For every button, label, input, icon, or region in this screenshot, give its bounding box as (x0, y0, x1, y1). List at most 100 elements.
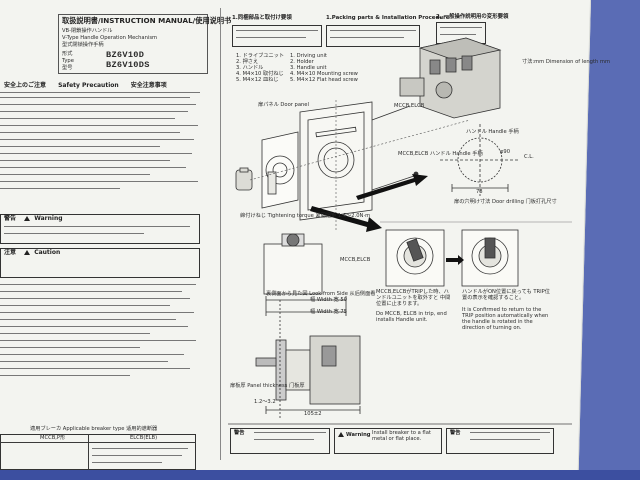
warning-box (0, 214, 200, 244)
dimension-note: 寸法:mm Dimension of length mm (522, 59, 611, 65)
subtitle-en: V-Type Handle Operation Mechanism (62, 35, 158, 41)
safety-heading-en: Safety Precaution (58, 82, 119, 89)
door-drilling-label: 扉の穴明け寸法 Door drilling 门板打孔尺寸 (454, 199, 557, 205)
top-warning-box-1 (232, 25, 322, 47)
warning-text (4, 226, 194, 240)
part-item-en: 1. Driving unit (290, 53, 327, 59)
caution-triangle-icon (24, 250, 31, 255)
side-assembly-drawing (255, 300, 361, 420)
safety-text-block (0, 97, 200, 195)
dim-78-label: 78 (476, 189, 483, 195)
arrow-right-icon (356, 174, 428, 200)
phi-label: φ90 (500, 149, 511, 155)
warning-triangle-icon (338, 432, 344, 437)
safety-heading-cn: 安全注意事项 (130, 82, 167, 89)
top-warning-text-2 (330, 30, 416, 44)
model-number-2: BZ6V10DS (106, 60, 150, 70)
top-warning-box-2 (326, 25, 420, 47)
applicable-table (0, 434, 196, 470)
part-item: 3. ハンドル (236, 64, 264, 71)
top-warning-text-3 (440, 27, 482, 41)
warning-triangle-icon (24, 216, 31, 221)
type-label-jp: 形式 (62, 51, 73, 57)
part-item-en: 2. Holder (290, 58, 314, 65)
part-item: 4. M4×10 取付ねじ (236, 70, 284, 77)
mccb-handle-label: MCCB,ELCB ハンドル Handle 手柄 (398, 151, 483, 157)
manual-title: 取扱説明書/INSTRUCTION MANUAL/使用说明书 (62, 16, 232, 25)
note-trip-en: Do MCCB, ELCB in trip, end installs Hand… (376, 311, 447, 323)
applicable-title: 適用ブレーカ Applicable breaker type 适用的遮断器 (30, 426, 158, 432)
footer-warning-3 (446, 428, 554, 454)
length-105-label: 105±2 (304, 411, 322, 417)
handle-view-tripped (385, 229, 445, 287)
safety-heading: 安全上のご注意 Safety Precaution 安全注意事项 (4, 82, 167, 90)
table-line (0, 442, 196, 443)
model-number-1: BZ6V10D (106, 50, 145, 60)
arrow-right-icon (446, 255, 464, 265)
part-item-en: 3. Handle unit (290, 64, 327, 71)
type-label-cn: 型号 (62, 65, 73, 71)
col-mccb: MCCB,P形 (40, 435, 66, 441)
mccb-label: MCCB,ELCB (394, 103, 425, 109)
footer-warning-1 (230, 428, 330, 454)
type-label-en: Type (62, 58, 74, 64)
part-item: 2. 押さえ (236, 58, 259, 65)
parts-list-en: 1. Driving unit 2. Holder 3. Handle unit… (290, 53, 358, 84)
column-divider (220, 8, 221, 460)
door-panel-label: 扉パネル Door panel (258, 102, 309, 108)
caution-text-block (0, 284, 200, 382)
panel-range-label: 1.2〜3.2 (254, 399, 276, 405)
cl-label: C.L. (524, 154, 534, 160)
side-view-drawing (263, 233, 347, 316)
caution-box (0, 248, 200, 278)
footer-warning-2-word: Warning (346, 432, 371, 438)
title-block (58, 14, 208, 74)
part-item: 5. M4×12 皿ねじ (236, 76, 279, 83)
breaker-drawing (399, 37, 502, 119)
footer-warning-2-text: Install breaker to a flat metal or flat … (372, 430, 431, 442)
background-cloth-bottom (0, 470, 640, 480)
mccb-label-2: MCCB,ELCB (340, 257, 371, 263)
footer-warning-2-label: Warning (338, 432, 370, 439)
divider (0, 92, 200, 93)
warning-label: Warning (34, 215, 63, 222)
tightening-label: 締付けねじ Tightening torque 紧固扭矩 1.6〜2.0N·m (240, 213, 371, 219)
footer-warning-2 (334, 428, 442, 454)
table-cells (92, 448, 192, 469)
caution-jp: 注意 (4, 249, 17, 256)
mounting-frame-drawing (261, 131, 299, 209)
part-item-en: 4. M4×10 Mounting screw (290, 70, 358, 77)
note-reset-en: It is Confirmed to return to the TRIP po… (462, 307, 549, 331)
safety-heading-jp: 安全上のご注意 (4, 82, 47, 89)
width-50-label: 幅 Width 宽 50 (310, 297, 347, 303)
footer-warning-3-text (470, 432, 550, 446)
footer-warning-3-label: 警告 (450, 430, 461, 436)
warning-label-row: 警告 Warning (4, 215, 63, 223)
handle-knob-drawing (235, 167, 253, 191)
table-line (88, 434, 89, 470)
section2-title: 2. 一般操作説明用の変形要領 (436, 14, 509, 20)
top-warning-text-1 (236, 30, 318, 44)
panel-thickness-label: 扉板厚 Panel thickness 门板厚 (230, 383, 305, 389)
footer-warning-1-text (254, 432, 326, 446)
parts-list-jp: 1. ドライブユニット 2. 押さえ 3. ハンドル 4. M4×10 取付ねじ… (236, 53, 284, 84)
col-elcb: ELCB(ELB) (130, 435, 158, 441)
part-item-en: 5. M4×12 Flat head screw (290, 76, 358, 83)
handle-view-reset (461, 229, 519, 287)
caution-label-row: 注意 Caution (4, 249, 61, 257)
warning-jp: 警告 (4, 215, 17, 222)
bottom-side-label: 裏側面から見た図 Look from Side 从后侧面看 (266, 291, 376, 297)
note-reset-jp: ハンドルがON位置に戻っても TRIP位置の表示を確認すること。 (462, 289, 550, 301)
screw-drawings (371, 105, 419, 191)
subtitle-jp: VB-閉鎖操作ハンドル (62, 28, 113, 34)
note-trip-jp: MCCB,ELCBがTRIPした時、ハンドルユニットを取外すと 中間位置に止まり… (376, 289, 451, 307)
caution-label: Caution (34, 249, 61, 256)
section1-title: 1.同梱部品と取付け要領 (232, 15, 292, 21)
handle-label: ハンドル Handle 手柄 (466, 129, 519, 135)
subtitle-cn: 型式閉锁操作手柄 (62, 42, 104, 48)
section1-title-en: 1.Packing parts & Installation Procedure (326, 15, 450, 21)
door-drilling-drawing (440, 124, 520, 196)
arrow-down-right-icon (310, 206, 382, 232)
